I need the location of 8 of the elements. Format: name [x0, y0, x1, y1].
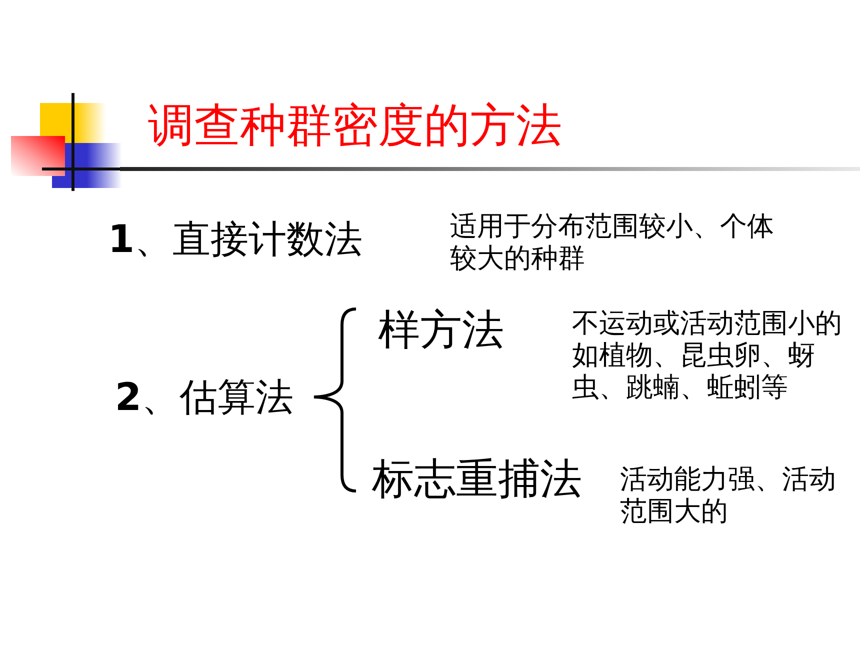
method-note: 适用于分布范围较小、个体较大的种群: [450, 211, 775, 275]
method-heading: 1、直接计数法: [108, 216, 362, 262]
method-heading: 样方法: [378, 305, 504, 355]
method-heading: 2、估算法: [115, 374, 294, 420]
slide-title: 调查种群密度的方法: [148, 97, 562, 153]
method-heading: 标志重捕法: [372, 454, 582, 504]
method-note: 不运动或活动范围小的如植物、昆虫卵、蚜虫、跳蝻、蚯蚓等: [572, 308, 843, 404]
method-note: 活动能力强、活动范围大的: [620, 464, 837, 528]
